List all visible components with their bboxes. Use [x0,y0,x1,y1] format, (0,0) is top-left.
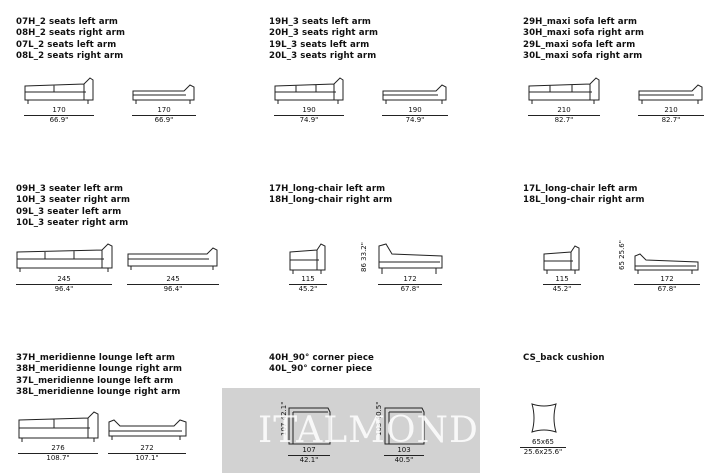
product-label: 30H_maxi sofa right arm [523,28,645,39]
back-cushion-drawing [530,402,558,436]
product-label: 40H_90° corner piece [269,353,374,363]
product-label: 38H_meridienne lounge right arm [16,364,183,375]
long-chair-side-drawing [378,243,444,276]
product-label: 19L_3 seats left arm [269,39,370,50]
long-chair-front-drawing [289,243,327,276]
product-label: 07H_2 seats left arm [16,17,118,27]
product-label: 08L_2 seats right arm [16,51,124,62]
sofa-drawing-side [638,84,704,105]
product-group-2-seats: 07H_2 seats left arm 08H_2 seats right a… [16,17,125,63]
sofa-drawing-left-arm [16,243,114,272]
product-label: 37L_meridienne lounge left arm [16,375,174,386]
product-label: 20H_3 seats right arm [269,28,379,39]
sofa-drawing-side [382,84,448,105]
product-group-meridienne: 37H_meridienne lounge left arm 38H_merid… [16,353,182,399]
product-label: 17L_long-chair left arm [523,184,638,194]
meridienne-drawing-side [108,419,188,444]
product-label: CS_back cushion [523,353,605,363]
product-group-3-seater: 09H_3 seater left arm 10H_3 seater right… [16,184,130,230]
meridienne-drawing-left-arm [18,411,100,444]
watermark-background [222,388,480,473]
long-chair-side-drawing [634,253,700,276]
sofa-drawing-side [132,84,196,105]
sofa-drawing-left-arm [24,77,94,104]
sofa-drawing-left-arm [274,77,344,104]
product-label: 18H_long-chair right arm [269,195,393,206]
long-chair-front-drawing [543,245,581,276]
product-group-corner-piece: 40H_90° corner piece 40L_90° corner piec… [269,353,374,376]
product-label: 10L_3 seater right arm [16,218,129,229]
product-label: 18L_long-chair right arm [523,195,645,206]
product-label: 29H_maxi sofa left arm [523,17,638,27]
product-label: 38L_meridienne lounge right arm [16,387,181,398]
product-label: 37H_meridienne lounge left arm [16,353,176,363]
product-label: 07L_2 seats left arm [16,39,117,50]
product-label: 30L_maxi sofa right arm [523,51,643,62]
product-label: 17H_long-chair left arm [269,184,386,194]
sofa-drawing-left-arm [528,77,600,104]
corner-piece-drawing [288,406,332,446]
product-group-long-chair-h: 17H_long-chair left arm 18H_long-chair r… [269,184,392,207]
product-group-3-seats: 19H_3 seats left arm 20H_3 seats right a… [269,17,378,63]
watermark-text: ITALMOND [258,410,479,451]
product-label: 10H_3 seater right arm [16,195,131,206]
product-group-maxi-sofa: 29H_maxi sofa left arm 30H_maxi sofa rig… [523,17,644,63]
depth-dimension: 86 33.2" [360,242,368,272]
depth-dimension: 65 25.6" [618,240,626,270]
product-label: 09L_3 seater left arm [16,206,122,217]
product-label: 08H_2 seats right arm [16,28,126,39]
product-label: 19H_3 seats left arm [269,17,371,27]
sofa-drawing-right-arm [127,247,219,272]
product-label: 29L_maxi sofa left arm [523,39,636,50]
product-label: 09H_3 seater left arm [16,184,124,194]
product-label: 40L_90° corner piece [269,364,373,375]
product-label: 20L_3 seats right arm [269,51,377,62]
corner-piece-drawing [384,406,426,446]
product-group-long-chair-l: 17L_long-chair left arm 18L_long-chair r… [523,184,645,207]
product-group-back-cushion: CS_back cushion [523,353,605,364]
